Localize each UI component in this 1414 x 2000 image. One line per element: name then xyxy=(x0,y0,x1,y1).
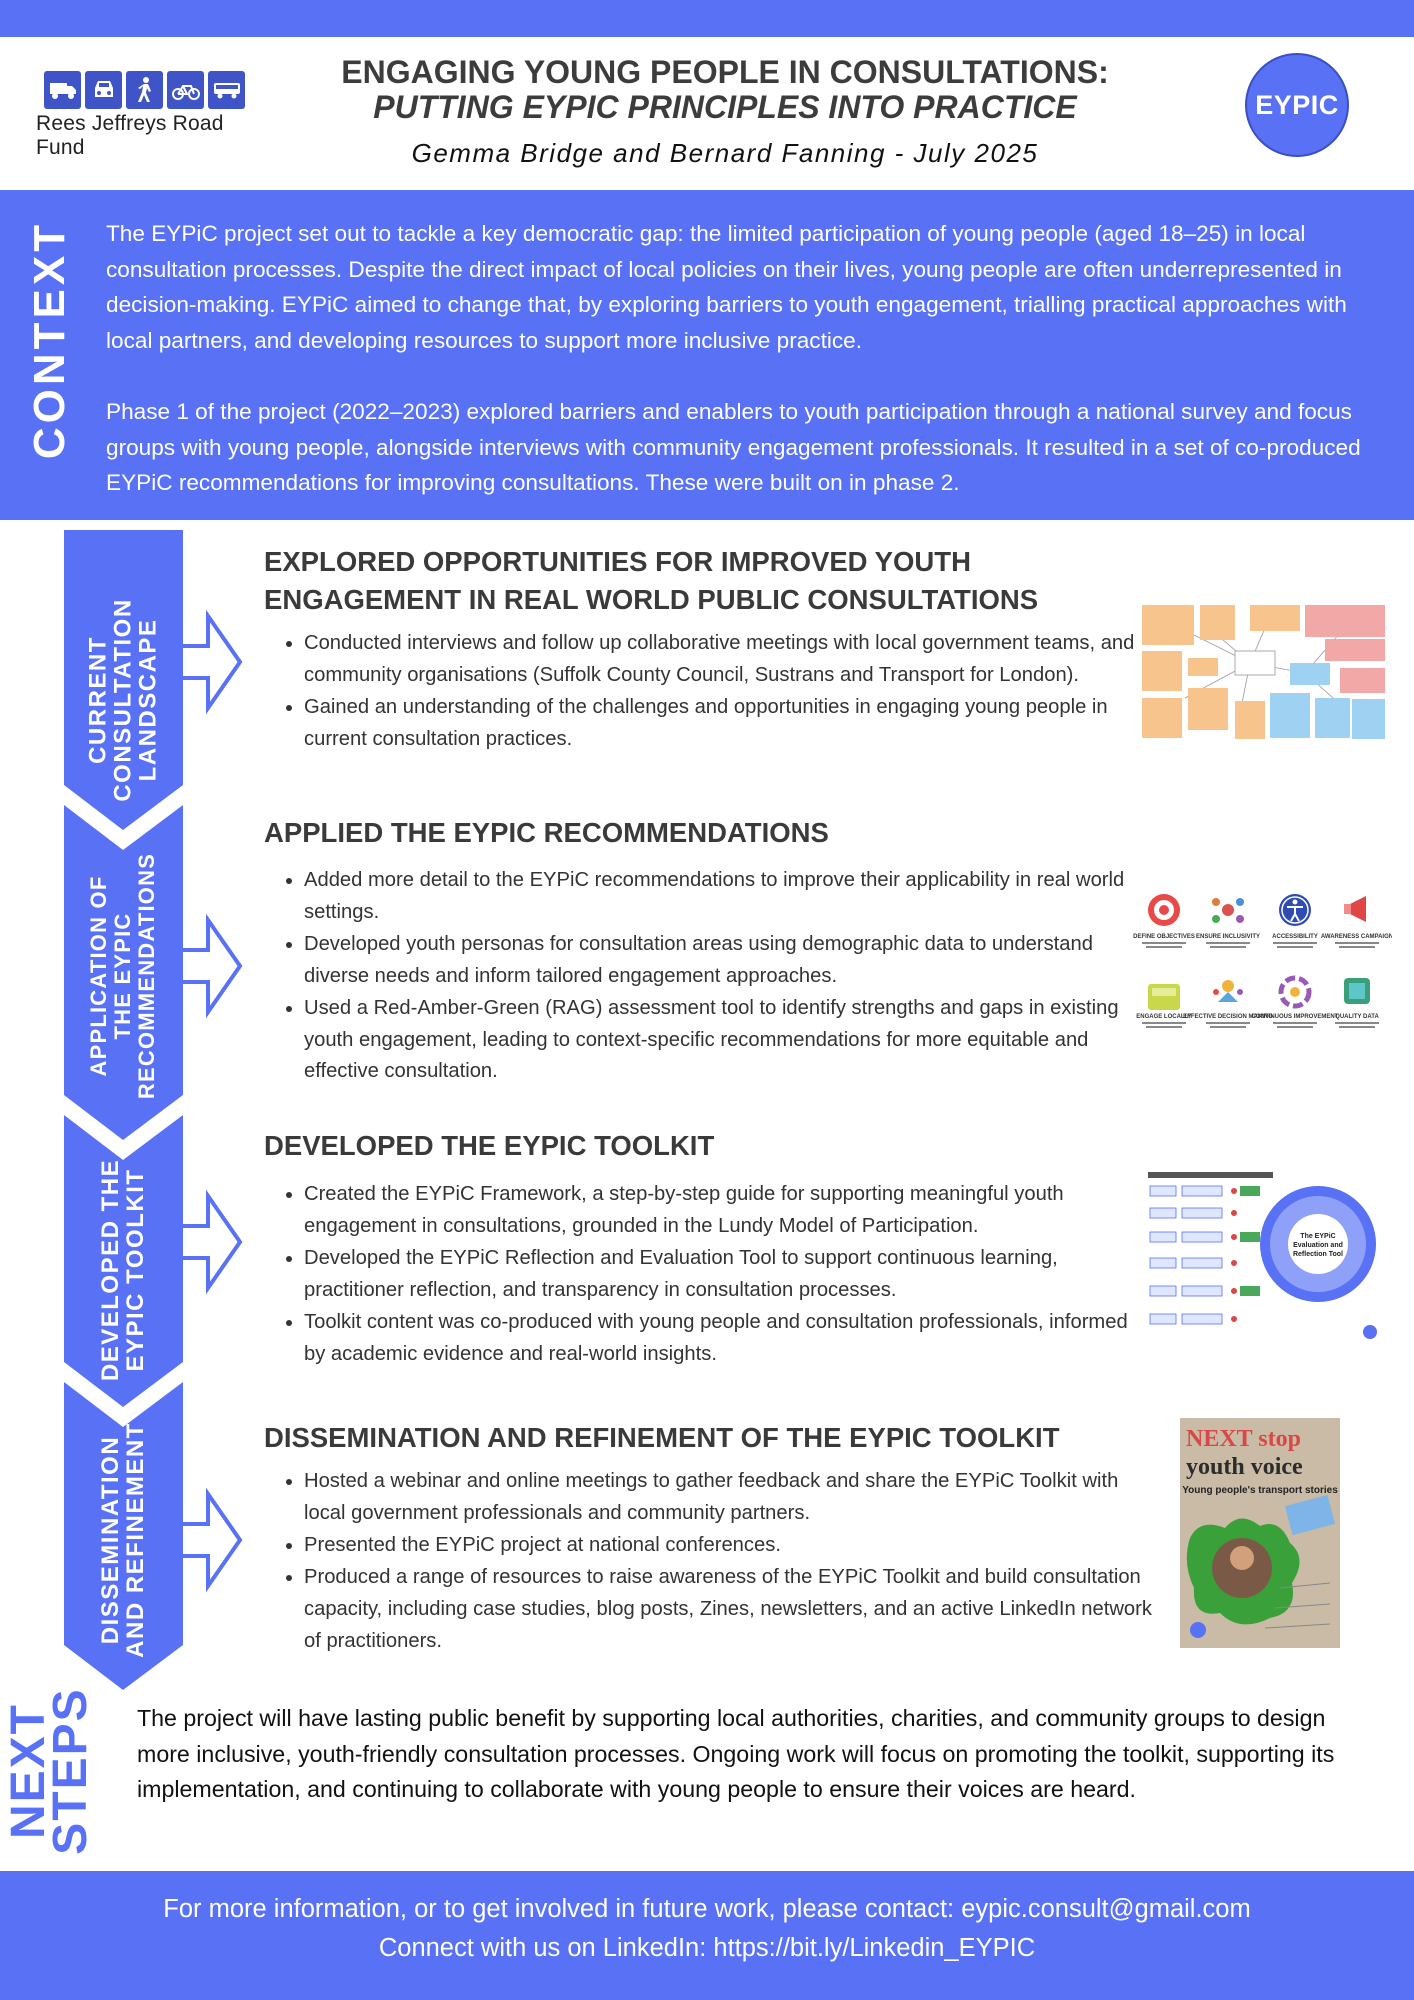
list-item: Used a Red-Amber-Green (RAG) assessment … xyxy=(304,993,1152,1089)
list-item: Produced a range of resources to raise a… xyxy=(304,1562,1152,1658)
stage-4-title: DISSEMINATION AND REFINEMENT OF THE EYPI… xyxy=(264,1422,1060,1453)
zine-title-a: NEXT stop xyxy=(1186,1426,1301,1452)
funder-logo: Rees Jeffreys Road Fund xyxy=(36,71,276,160)
footer-linkedin: Connect with us on LinkedIn: https://bit… xyxy=(378,1934,1036,1962)
context-text: The EYPiC project set out to tackle a ke… xyxy=(106,216,1386,501)
chevron-label-stage-3: DEVELOPED THE EYPIC TOOLKIT xyxy=(97,1158,149,1382)
local-icon xyxy=(1148,984,1180,1010)
list-item: Toolkit content was co-produced with you… xyxy=(304,1307,1152,1371)
eypic-logo-badge: EYPIC xyxy=(1245,53,1349,157)
grid-label-0: DEFINE OBJECTIVES xyxy=(1133,934,1195,940)
funder-logo-text: Rees Jeffreys Road Fund xyxy=(36,112,224,159)
arrow-stage-4 xyxy=(183,1487,243,1593)
grid-label-7: QUALITY DATA xyxy=(1335,1014,1379,1020)
context-paragraph-1: The EYPiC project set out to tackle a ke… xyxy=(106,221,1347,353)
framework-header-bar xyxy=(1148,1172,1273,1178)
timeline-chevrons xyxy=(64,530,243,1690)
grid-label-2: ACCESSIBILITY xyxy=(1272,934,1318,940)
arrow-stage-3 xyxy=(183,1189,243,1295)
grid-label-5: EFFECTIVE DECISION MAKING xyxy=(1183,1014,1273,1020)
arrow-stage-2 xyxy=(183,913,243,1019)
accessibility-icon xyxy=(1279,894,1311,926)
car-icon xyxy=(85,71,122,109)
next-steps-label: NEXT STEPS xyxy=(2,1687,97,1855)
page-title-line1: ENGAGING YOUNG PEOPLE IN CONSULTATIONS: xyxy=(341,54,1109,90)
stage-3-title: DEVELOPED THE EYPIC TOOLKIT xyxy=(264,1130,715,1161)
footer-contact: For more information, or to get involved… xyxy=(163,1895,1251,1923)
zine-eypic-logo xyxy=(1190,1622,1206,1638)
chevron-stage-2 xyxy=(64,805,183,1140)
list-item: Added more detail to the EYPiC recommend… xyxy=(304,865,1152,929)
chevron-stage-1 xyxy=(64,530,183,830)
eypic-mini-logo xyxy=(1363,1325,1377,1339)
stage-3-bullets: Created the EYPiC Framework, a step-by-s… xyxy=(264,1179,1152,1370)
chevron-label-stage-2: APPLICATION OF THE EYPIC RECOMMENDATIONS xyxy=(86,852,159,1100)
toolkit-circle-label-3: Reflection Tool xyxy=(1293,1251,1343,1258)
decision-icon xyxy=(1213,980,1243,1002)
chevron-stage-4 xyxy=(64,1382,183,1690)
footer: For more information, or to get involved… xyxy=(0,1871,1414,2000)
stage-1-title: EXPLORED OPPORTUNITIES FOR IMPROVED YOUT… xyxy=(264,546,1039,615)
page-title-line2: PUTTING EYPIC PRINCIPLES INTO PRACTICE xyxy=(373,89,1077,125)
grid-label-3: AWARENESS CAMPAIGN xyxy=(1321,934,1392,940)
chevron-stage-3 xyxy=(64,1115,183,1407)
data-icon xyxy=(1344,978,1370,1004)
target-icon xyxy=(1148,894,1180,926)
stage-2-title: APPLIED THE EYPIC RECOMMENDATIONS xyxy=(264,817,829,848)
list-item: Hosted a webinar and online meetings to … xyxy=(304,1466,1152,1530)
lorry-icon xyxy=(44,71,81,109)
zine-cover-thumbnail: NEXT stop youth voice Young people's tra… xyxy=(1180,1418,1340,1648)
stage-1-bullets: Conducted interviews and follow up colla… xyxy=(264,628,1152,756)
bicycle-icon xyxy=(167,71,204,109)
zine-subtitle: Young people's transport stories xyxy=(1182,1485,1338,1496)
stage-2-bullets: Added more detail to the EYPiC recommend… xyxy=(264,865,1152,1088)
megaphone-icon xyxy=(1344,896,1366,922)
pedestrian-icon xyxy=(126,71,163,109)
zine-title-b: youth voice xyxy=(1186,1454,1303,1480)
grid-label-6: CONTINUOUS IMPROVEMENT xyxy=(1252,1014,1339,1020)
chevron-label-stage-4: DISSEMINATION AND REFINEMENT xyxy=(97,1422,149,1658)
next-steps-text: The project will have lasting public ben… xyxy=(137,1705,1335,1802)
people-icon xyxy=(1212,898,1244,923)
chevron-label-stage-1: CURRENT CONSULTATION LANDSCAPE xyxy=(84,598,162,802)
list-item: Developed the EYPiC Reflection and Evalu… xyxy=(304,1243,1152,1307)
bus-icon xyxy=(208,71,245,109)
cycle-icon xyxy=(1278,975,1312,1009)
toolkit-circle-label-2: Evaluation and xyxy=(1293,1242,1343,1249)
context-section: CONTEXT The EYPiC project set out to tac… xyxy=(0,190,1414,520)
authors-byline: Gemma Bridge and Bernard Fanning - July … xyxy=(411,138,1039,168)
recommendations-icons-svg: DEFINE OBJECTIVES ENSURE INCLUSIVITY ACC… xyxy=(1133,894,1393,1028)
stakeholder-map-thumbnail xyxy=(1140,603,1386,743)
list-item: Presented the EYPiC project at national … xyxy=(304,1530,1152,1562)
recommendations-icon-grid: DEFINE OBJECTIVES ENSURE INCLUSIVITY ACC… xyxy=(1132,888,1393,1048)
toolkit-thumbnail: The EYPiC Evaluation and Reflection Tool xyxy=(1144,1168,1384,1348)
list-item: Conducted interviews and follow up colla… xyxy=(304,628,1152,692)
funder-logo-icons xyxy=(44,71,276,109)
context-paragraph-2: Phase 1 of the project (2022–2023) explo… xyxy=(106,399,1361,495)
toolkit-circle-label-1: The EYPiC xyxy=(1300,1233,1335,1240)
stage-4-bullets: Hosted a webinar and online meetings to … xyxy=(264,1466,1152,1657)
list-item: Gained an understanding of the challenge… xyxy=(304,692,1152,756)
list-item: Created the EYPiC Framework, a step-by-s… xyxy=(304,1179,1152,1243)
grid-label-4: ENGAGE LOCALLY xyxy=(1136,1014,1191,1020)
page-header: Rees Jeffreys Road Fund ENGAGING YOUNG P… xyxy=(0,37,1414,190)
arrow-stage-1 xyxy=(183,609,243,715)
grid-label-1: ENSURE INCLUSIVITY xyxy=(1196,934,1260,940)
top-accent-bar xyxy=(0,0,1414,37)
list-item: Developed youth personas for consultatio… xyxy=(304,929,1152,993)
